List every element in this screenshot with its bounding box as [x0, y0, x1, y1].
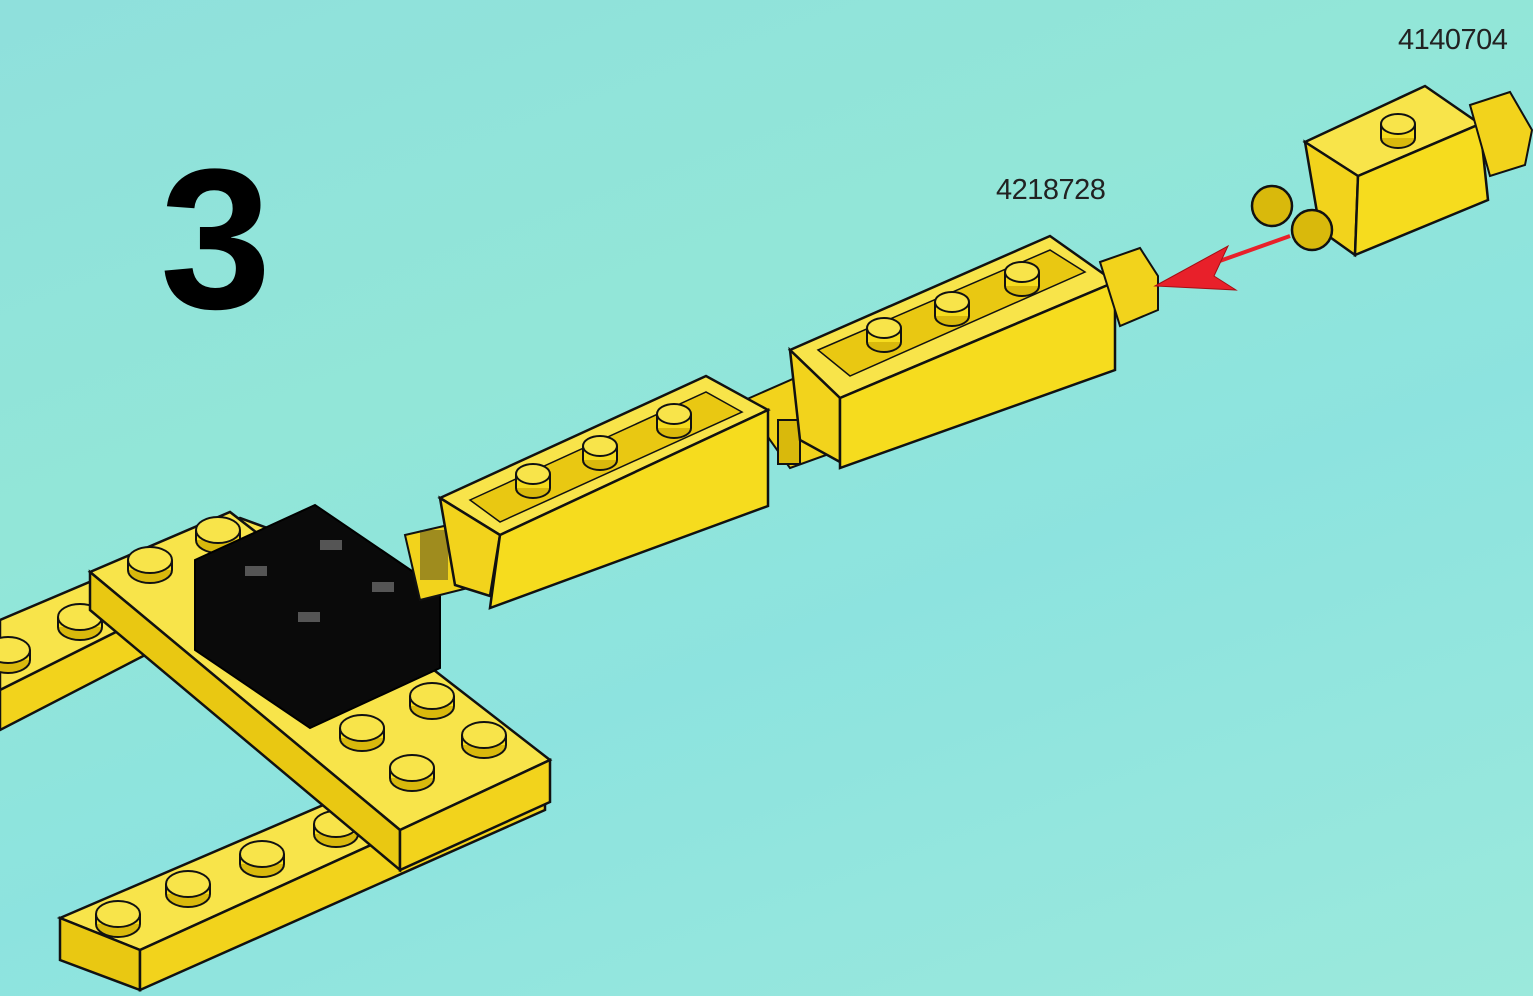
yellow-brick-2 — [790, 236, 1158, 468]
part-number-label: 4140704 — [1398, 24, 1507, 57]
yellow-brick-3 — [1252, 86, 1532, 255]
yellow-brick-1 — [440, 376, 768, 608]
assembly-arrow — [1155, 236, 1290, 290]
step-number: 3 — [160, 140, 271, 340]
part-number-label: 4218728 — [996, 174, 1105, 207]
